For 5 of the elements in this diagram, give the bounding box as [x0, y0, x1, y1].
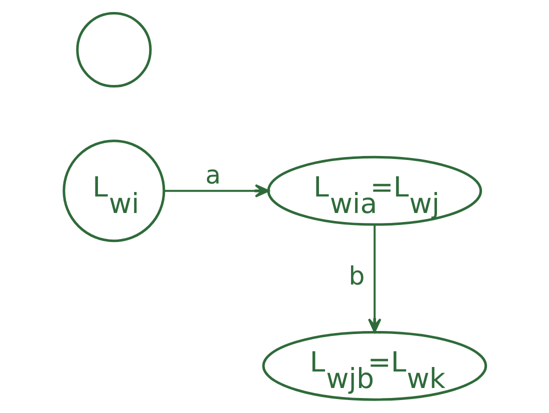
node-circle [76, 12, 152, 88]
arrow [164, 184, 269, 198]
edge-label: a [204, 160, 220, 190]
arrow [367, 224, 381, 333]
edge-label: b [348, 262, 364, 291]
